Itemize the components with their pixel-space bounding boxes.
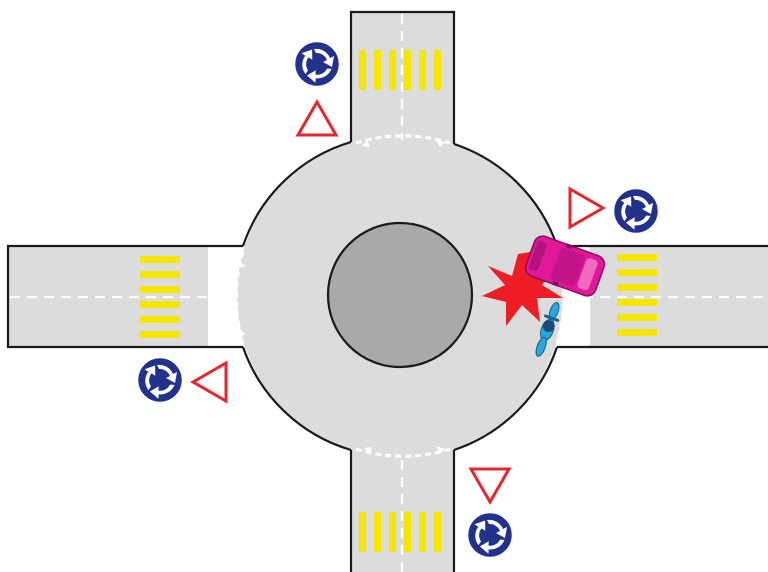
central-island xyxy=(326,221,474,369)
roundabout-mandatory-sign-icon xyxy=(613,188,659,235)
yield-triangle-icon xyxy=(191,361,228,403)
motorcycle-icon xyxy=(535,302,560,357)
road-edges xyxy=(6,10,768,572)
roundabout-mandatory-sign-icon xyxy=(467,512,513,559)
roundabout-mandatory-sign-icon xyxy=(294,41,340,88)
car-icon xyxy=(524,235,606,297)
yield-triangle-icon xyxy=(469,467,511,504)
give-way-triangles xyxy=(240,140,445,454)
roundabout-mandatory-sign-icon xyxy=(137,357,183,404)
yield-triangle-icon xyxy=(568,187,605,229)
lane-markings xyxy=(10,14,768,572)
yield-triangle-icon xyxy=(296,100,338,137)
